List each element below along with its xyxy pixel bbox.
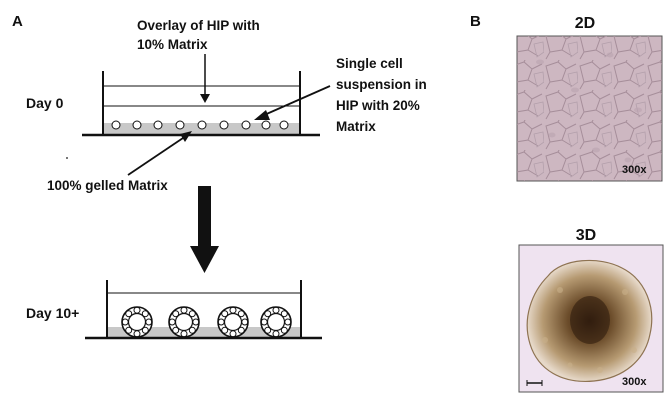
- day10-well: [85, 280, 322, 340]
- micrograph-3d: [518, 244, 664, 393]
- organoid: [260, 306, 292, 338]
- single-cell: [153, 120, 163, 130]
- single-cell: [279, 120, 289, 130]
- organoid: [168, 306, 200, 338]
- suspension-label-line2: suspension in: [336, 77, 427, 92]
- single-cell: [261, 120, 271, 130]
- day10-label: Day 10+: [26, 305, 79, 321]
- organoid: [121, 306, 153, 338]
- single-cell: [132, 120, 142, 130]
- micrograph-3d-title: 3D: [576, 227, 596, 244]
- gelled-matrix-label: 100% gelled Matrix: [47, 178, 168, 193]
- overlay-arrow: [200, 54, 210, 103]
- panel-a-letter: A: [12, 13, 23, 30]
- panel-b-letter: B: [470, 13, 481, 30]
- single-cell: [175, 120, 185, 130]
- day0-well: [82, 71, 320, 137]
- single-cell: [197, 120, 207, 130]
- single-cell: [111, 120, 121, 130]
- single-cell: [219, 120, 229, 130]
- progression-arrow: [190, 186, 219, 273]
- suspension-label-line3: HIP with 20%: [336, 98, 420, 113]
- day0-cells: [111, 120, 289, 130]
- day10-gel-layer: [107, 327, 301, 337]
- suspension-arrow: [254, 85, 331, 120]
- day0-label: Day 0: [26, 95, 64, 111]
- organoid: [217, 306, 249, 338]
- micrograph-3d-magnification: 300x: [622, 376, 647, 388]
- suspension-label-line4: Matrix: [336, 119, 376, 134]
- micrograph-2d-title: 2D: [575, 15, 595, 32]
- micrograph-2d: [516, 35, 663, 182]
- suspension-label-line1: Single cell: [336, 56, 403, 71]
- single-cell: [241, 120, 251, 130]
- overlay-label-line1: Overlay of HIP with: [137, 18, 260, 33]
- overlay-label-line2: 10% Matrix: [137, 37, 208, 52]
- gelled-matrix-arrow: [127, 131, 192, 176]
- stray-mark: [66, 157, 68, 159]
- micrograph-2d-magnification: 300x: [622, 164, 647, 176]
